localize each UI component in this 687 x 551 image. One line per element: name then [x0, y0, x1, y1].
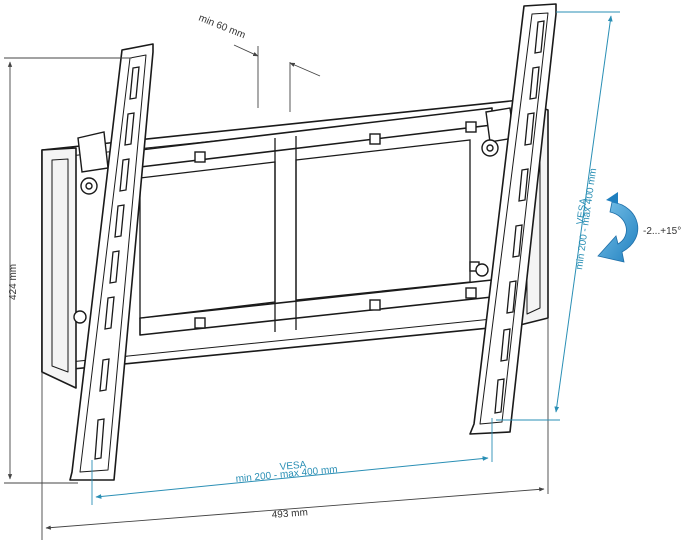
height-label: 424 mm: [8, 264, 19, 300]
vesa-horizontal-dimension: [91, 418, 493, 505]
width-label: 493 mm: [271, 507, 308, 521]
vesa-vertical-dimension: [496, 11, 620, 421]
right-vertical-arm: [469, 3, 557, 435]
tilt-range-label: -2...+15°: [643, 226, 681, 237]
vesa-horizontal-title: VESA: [279, 459, 307, 473]
bracket-hooks: [73, 107, 515, 324]
plate-center-divider: [274, 136, 297, 332]
depth-dimension: [233, 44, 321, 112]
right-arm-slots: [494, 20, 545, 414]
vesa-vertical-title: VESA: [575, 197, 590, 225]
tilt-arrow-icon: [597, 192, 639, 263]
height-dimension: [4, 57, 132, 484]
plate-window-right: [295, 139, 471, 301]
depth-label: min 60 mm: [197, 13, 247, 42]
plate-window-left: [139, 161, 276, 319]
left-arm-slots: [94, 66, 140, 460]
